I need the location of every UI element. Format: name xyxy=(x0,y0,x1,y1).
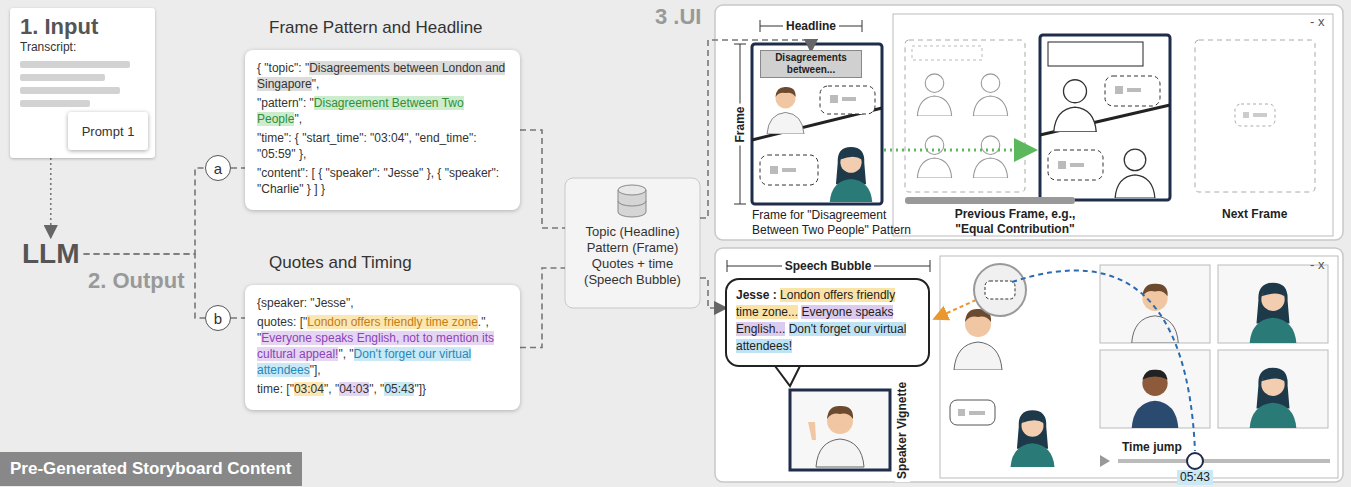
node-text: { "topic": " xyxy=(257,61,309,75)
node-text: ", " xyxy=(324,382,339,396)
label-text: 2. Output xyxy=(88,268,185,294)
node-text: "content": [ { "speaker": "Jesse" }, { "… xyxy=(257,166,499,196)
node-text: 1. Input xyxy=(20,14,145,40)
node-text: Prompt 1 xyxy=(82,124,135,139)
connector xyxy=(50,158,52,236)
transcript-line xyxy=(20,61,130,68)
node-text: ", xyxy=(312,77,320,91)
node-text: Frame Pattern and Headline xyxy=(269,20,483,36)
text-line: quotes: ["London offers friendly time zo… xyxy=(257,314,508,378)
node-text: time: [" xyxy=(257,382,294,396)
label-text: Speaker Vignette xyxy=(896,378,911,481)
connector xyxy=(231,167,245,169)
connector xyxy=(84,254,205,318)
node-text: Jesse : xyxy=(736,288,780,302)
connector xyxy=(231,317,245,319)
label-text: Frame xyxy=(733,103,748,145)
label-text: 05:43 xyxy=(1177,470,1213,485)
node-text: ", xyxy=(294,112,302,126)
label-text: Headline xyxy=(783,19,839,34)
json-box: Quotes and Timing{speaker: "Jesse",quote… xyxy=(245,285,520,410)
node-text: 04:03 xyxy=(339,382,369,396)
text-line: "time": { "start_time": "03:04", "end_ti… xyxy=(257,130,508,162)
label-text: Speech Bubble xyxy=(782,259,875,274)
text-line: {speaker: "Jesse", xyxy=(257,295,508,311)
node-text: "]} xyxy=(414,382,426,396)
label-text: Next Frame xyxy=(1222,207,1287,222)
label-text: Previous Frame, e.g., "Equal Contributio… xyxy=(940,207,1090,237)
label-text: - x xyxy=(1310,257,1324,272)
label-text: Frame for "Disagreement Between Two Peop… xyxy=(752,208,922,238)
text-line: { "topic": "Disagreements between London… xyxy=(257,60,508,92)
branch-circle: b xyxy=(205,305,231,331)
prompt-box: Prompt 1 xyxy=(68,112,148,150)
branch-circle: a xyxy=(205,155,231,181)
node-text: 05:43 xyxy=(384,382,414,396)
label-text: - x xyxy=(1310,14,1324,29)
node-text: quotes: [" xyxy=(257,315,307,329)
node-text: LLM xyxy=(22,238,80,270)
transcript-line xyxy=(20,100,90,107)
text-line: Jesse : London offers friendly time zone… xyxy=(736,287,919,355)
node-text: {speaker: "Jesse", xyxy=(257,296,354,310)
label-text: Time jump xyxy=(1122,440,1182,455)
text-line: "content": [ { "speaker": "Jesse" }, { "… xyxy=(257,165,508,197)
node-text: "time": { "start_time": "03:04", "end_ti… xyxy=(257,131,477,161)
node-text: Disagreements between... xyxy=(763,52,859,76)
node-text: Pre-Generated Storyboard Content xyxy=(10,459,292,479)
node-text: "], xyxy=(310,363,321,377)
connector xyxy=(520,130,565,228)
headline-box: Disagreements between... xyxy=(760,50,862,78)
node-text: "pattern": " xyxy=(257,96,314,110)
transcript-line xyxy=(20,74,105,81)
text-line: "pattern": "Disagreement Between Two Peo… xyxy=(257,95,508,127)
connector xyxy=(84,168,205,254)
llm-label: LLM xyxy=(22,238,80,270)
json-box: Frame Pattern and Headline{ "topic": "Di… xyxy=(245,50,520,210)
connector xyxy=(520,268,565,348)
transcript-line xyxy=(20,87,120,94)
node-text: 03:04 xyxy=(294,382,324,396)
node-text: Quotes and Timing xyxy=(269,255,412,271)
node-text: Topic (Headline) Pattern (Frame) Quotes … xyxy=(573,224,692,288)
node-text: a xyxy=(214,160,222,177)
node-text: ", " xyxy=(338,347,353,361)
section-banner: Pre-Generated Storyboard Content xyxy=(0,452,302,486)
node-text: London offers friendly time zone xyxy=(307,315,478,329)
node-text: ", " xyxy=(369,382,384,396)
node-text: b xyxy=(214,310,222,327)
input-box: 1. InputTranscript: Prompt 1 xyxy=(10,8,155,158)
database-box: Topic (Headline) Pattern (Frame) Quotes … xyxy=(565,178,700,308)
connector xyxy=(700,278,725,308)
node-text: Transcript: xyxy=(20,40,145,55)
label-text: 3 .UI xyxy=(655,4,701,30)
text-line: time: ["03:04", "04:03", "05:43"]} xyxy=(257,381,508,397)
speech-bubble: Jesse : London offers friendly time zone… xyxy=(725,278,930,367)
